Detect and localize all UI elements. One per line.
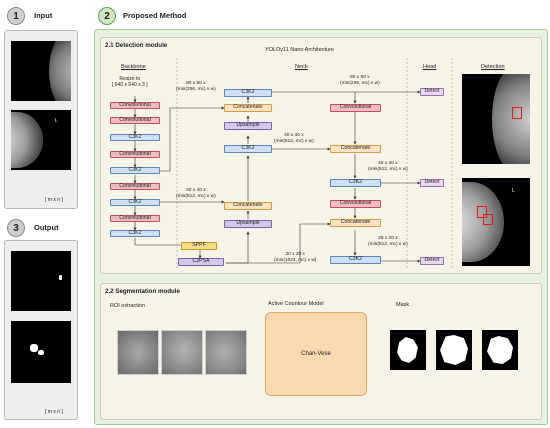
output-mask-top (11, 251, 71, 311)
output-title: Output (34, 223, 59, 232)
backbone-block-2: Convolutional (110, 117, 160, 124)
mask-image-3 (482, 330, 518, 370)
output-mask-bottom (11, 321, 71, 383)
neck-block-upsample-top: Upsample (224, 122, 272, 130)
neck-block-c3k2-3: C3K2 (330, 179, 381, 187)
bounding-box-icon (512, 107, 522, 119)
input-mammogram-bottom: L (11, 110, 71, 170)
section-number-output: 3 (7, 219, 25, 237)
backbone-block-4: Convolutional (110, 151, 160, 158)
detect-head-2: Detect (420, 179, 444, 187)
size-note-b: 80 x 80 x (min(256, mc) x w) (340, 75, 380, 86)
neck-block-c3k2-top: C3K2 (224, 89, 272, 97)
backbone-block-9: C3K2 (110, 230, 160, 237)
size-note-a: 80 x 80 x (min(256, mc) x w) (176, 81, 216, 92)
backbone-block-8: Convolutional (110, 215, 160, 222)
detection-header: Detection (481, 64, 505, 70)
roi-image-1 (117, 330, 159, 375)
mask-image-2 (436, 330, 472, 370)
section-number-method: 2 (98, 7, 116, 25)
mask-label: Mask (396, 302, 410, 308)
input-title: Input (34, 11, 53, 20)
input-dims: [ m x n ] (45, 197, 63, 203)
mask-image-1 (390, 330, 426, 370)
chan-vese-label: Chan-Vese (301, 351, 331, 357)
bounding-box-icon (477, 206, 487, 218)
backbone-block-6: Convolutional (110, 183, 160, 190)
size-note-e: 40 x 40 x (min(512, mc) x w) (176, 188, 216, 199)
detect-head-1: Detect (420, 88, 444, 96)
size-note-c: 40 x 40 x (min(512, mc) x w) (274, 133, 314, 144)
neck-block-concat-5: Concatenate (330, 219, 381, 227)
neck-block-conv-4: Convolutional (330, 200, 381, 208)
neck-block-upsample-bottom: Upsample (224, 220, 272, 228)
roi-image-2 (161, 330, 203, 375)
size-note-f: 20 x 20 x (min(512, mc) x w) (368, 236, 408, 247)
neck-block-conv-1: Convolutional (330, 104, 381, 112)
backbone-block-1: Convolutional (110, 102, 160, 109)
neck-block-concat-top: Concatenate (224, 104, 272, 112)
backbone-block-3: C3K2 (110, 134, 160, 141)
roi-extraction-label: ROI extraction (110, 303, 146, 309)
head-header: Head (423, 64, 437, 70)
detect-head-3: Detect (420, 257, 444, 265)
method-title: Proposed Method (123, 11, 187, 20)
neck-header: Neck (295, 64, 308, 70)
detection-result-top (462, 74, 530, 164)
size-note-d: 40 x 40 x (min(512, mc) x w) (368, 161, 408, 172)
detection-title: 2.1 Detection module (105, 42, 168, 49)
resize-note: Resize to [ 640 x 640 x 3 ] (112, 76, 148, 88)
size-note-g: 20 x 20 x (min(1024, mc) x w) (274, 252, 317, 263)
input-mammogram-top (11, 41, 71, 101)
neck-block-concat-2: Concatenate (330, 145, 381, 153)
sppf-block: SPPF (181, 242, 217, 250)
c2psa-block: C2PSA (178, 258, 224, 266)
input-panel: L [ m x n ] (4, 30, 78, 209)
roi-image-3 (205, 330, 247, 375)
laterality-marker-icon: L (512, 188, 515, 194)
backbone-header: Backbone (121, 64, 146, 70)
neck-block-c3k2-6: C3K2 (330, 256, 381, 264)
laterality-marker-icon: L (55, 118, 58, 124)
bounding-box-icon (483, 214, 493, 225)
acm-label: Active Countour Model (268, 301, 324, 307)
neck-block-concat-bottom: Concatenate (224, 202, 272, 210)
section-number-input: 1 (7, 7, 25, 25)
backbone-block-7: C3K2 (110, 199, 160, 206)
chan-vese-box: Chan-Vese (265, 312, 367, 396)
architecture-title: YOLOv11 Nano Architecture (265, 47, 334, 53)
segmentation-title: 2.2 Segmentation module (105, 288, 180, 295)
output-panel: [ m x n ] (4, 240, 78, 420)
output-dims: [ m x n ] (45, 409, 63, 415)
detection-result-bottom: L (462, 178, 530, 266)
backbone-block-5: C3K2 (110, 167, 160, 174)
neck-block-c3k2-mid: C3K2 (224, 145, 272, 153)
